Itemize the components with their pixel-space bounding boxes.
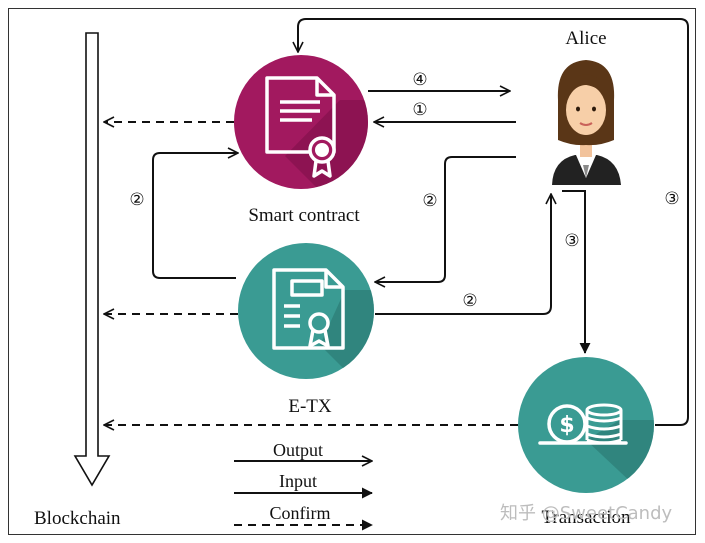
arrow-step3-alice-tx [562,190,591,354]
step-marker-3-right: ③ [664,189,679,209]
step-marker-4: ④ [412,70,427,90]
diagram-frame [8,8,696,535]
person-avatar-icon [552,60,621,185]
step-marker-2-bottom: ② [462,291,477,311]
dollar-coins-icon: $ [538,403,628,445]
etx-node [238,243,374,379]
smart-contract-node [234,55,368,189]
certificate-icon [272,268,345,350]
transaction-label: Transaction [541,507,631,528]
legend-input-label: Input [279,471,317,491]
legend: Output Input Confirm [234,440,372,531]
legend-confirm-label: Confirm [270,503,331,523]
step-marker-1: ① [412,100,427,120]
arrow-step2-etx-alice [375,194,551,315]
blockchain-arrow [73,32,111,487]
step-marker-3-mid: ③ [564,231,579,251]
flow-arrows [152,18,689,426]
arrow-step2-etx-sc [152,153,238,279]
blockchain-label: Blockchain [34,508,121,529]
alice-label: Alice [565,28,606,49]
confirm-arrows [104,122,518,425]
step-marker-2-right: ② [422,191,437,211]
etx-label: E-TX [288,396,332,417]
watermark: 知乎 @SweetCandy [500,503,673,524]
arrow-step2-alice-etx [375,156,516,282]
document-seal-icon [265,76,336,178]
smart-contract-label: Smart contract [248,205,360,226]
step-marker-2-left: ② [129,190,144,210]
arrow-step3-tx-sc [298,18,689,426]
legend-output-label: Output [273,440,323,460]
svg-text:$: $ [559,413,574,438]
transaction-node: $ [518,357,654,493]
